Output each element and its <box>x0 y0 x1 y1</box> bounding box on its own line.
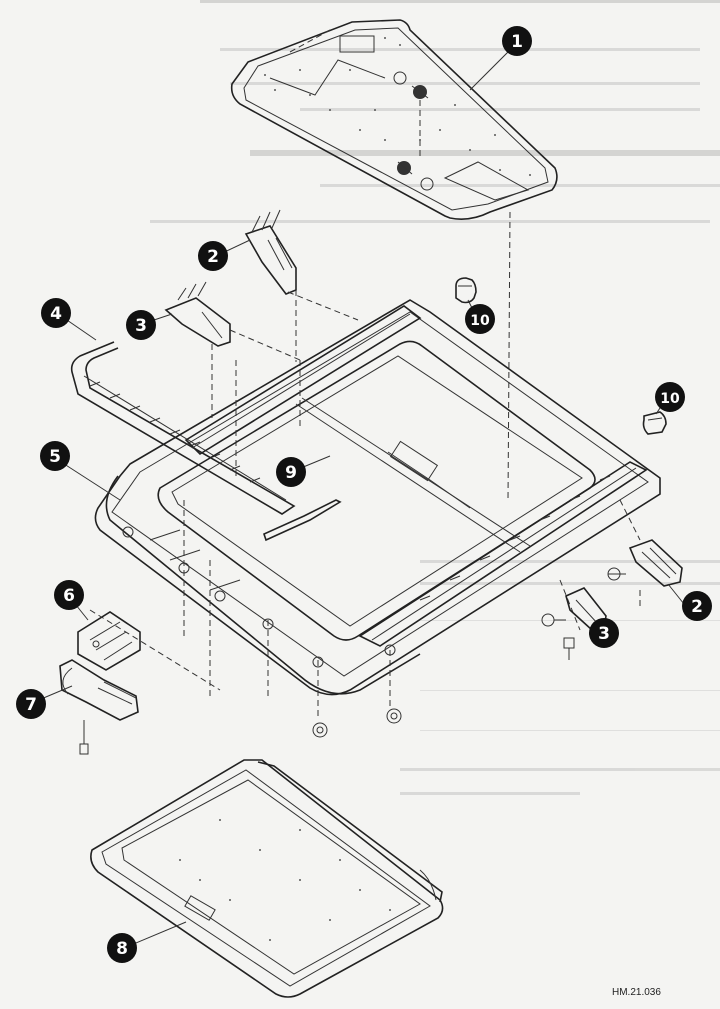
callout-leaders <box>33 43 685 949</box>
callout-8: 8 <box>107 933 137 963</box>
callout-2a: 2 <box>198 241 228 271</box>
callout-5: 5 <box>40 441 70 471</box>
svg-text:10: 10 <box>470 313 490 329</box>
nuts <box>312 708 402 738</box>
callout-1: 1 <box>502 26 532 56</box>
plug-right <box>642 411 667 435</box>
callout-2b: 2 <box>682 591 712 621</box>
svg-text:3: 3 <box>598 624 610 644</box>
svg-text:1: 1 <box>511 32 523 52</box>
bolt-icon <box>563 637 575 660</box>
plug-upper <box>455 277 477 304</box>
background-bleed-through <box>150 0 720 795</box>
bolt-icon <box>541 613 566 627</box>
callout-3b: 3 <box>589 618 619 648</box>
svg-text:4: 4 <box>50 304 62 324</box>
svg-text:6: 6 <box>63 586 75 606</box>
callout-10b: 10 <box>655 382 685 412</box>
hinge-bracket-right <box>607 539 683 610</box>
deflector-strip <box>70 341 296 515</box>
motor-bracket <box>77 609 221 691</box>
sunshade-panel <box>90 759 444 998</box>
drive-motor <box>59 659 139 755</box>
bolt-icon <box>393 71 429 99</box>
sunroof-frame <box>94 299 661 716</box>
svg-text:2: 2 <box>207 247 219 267</box>
bolt-icon <box>397 161 434 191</box>
svg-text:9: 9 <box>285 463 297 483</box>
svg-text:7: 7 <box>25 695 37 715</box>
svg-text:3: 3 <box>135 316 147 336</box>
glass-panel <box>230 19 558 501</box>
mounting-holes <box>122 526 396 668</box>
callout-7: 7 <box>16 689 46 719</box>
svg-text:2: 2 <box>691 597 703 617</box>
callout-3a: 3 <box>126 310 156 340</box>
callout-9: 9 <box>276 457 306 487</box>
slide-bracket-upper-left <box>164 281 301 418</box>
callout-4: 4 <box>41 298 71 328</box>
svg-text:5: 5 <box>49 447 61 467</box>
svg-text:10: 10 <box>660 391 680 407</box>
callout-6: 6 <box>54 580 84 610</box>
hinge-bracket-upper-left <box>244 209 359 362</box>
svg-text:8: 8 <box>116 939 128 959</box>
figure-code: HM.21.036 <box>612 987 661 998</box>
callout-10a: 10 <box>465 304 495 334</box>
